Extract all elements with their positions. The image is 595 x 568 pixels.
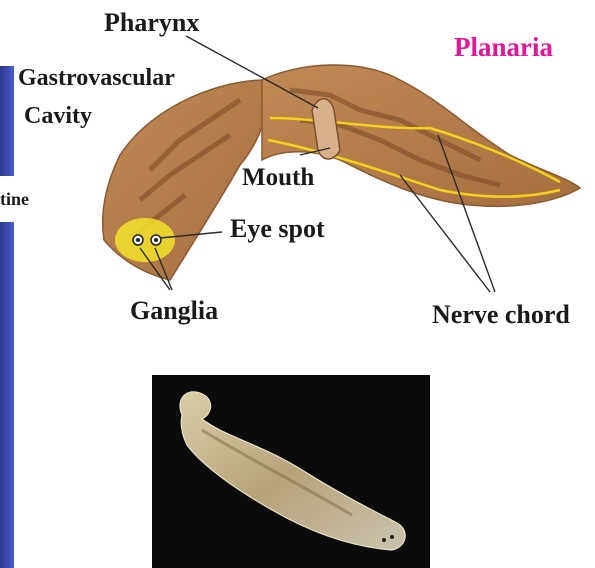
label-ganglia: Ganglia [130, 298, 218, 324]
label-gastrovascular: Gastrovascular [18, 66, 175, 90]
label-eye-spot: Eye spot [230, 216, 325, 242]
planaria-photograph [152, 375, 430, 568]
label-nerve-chord: Nerve chord [432, 302, 570, 328]
label-pharynx: Pharynx [104, 10, 199, 36]
label-cavity: Cavity [24, 104, 92, 128]
label-mouth: Mouth [242, 165, 314, 190]
planaria-photo-body [180, 392, 405, 550]
label-cropped-tine: tine [0, 190, 29, 208]
title-planaria: Planaria [454, 34, 553, 61]
